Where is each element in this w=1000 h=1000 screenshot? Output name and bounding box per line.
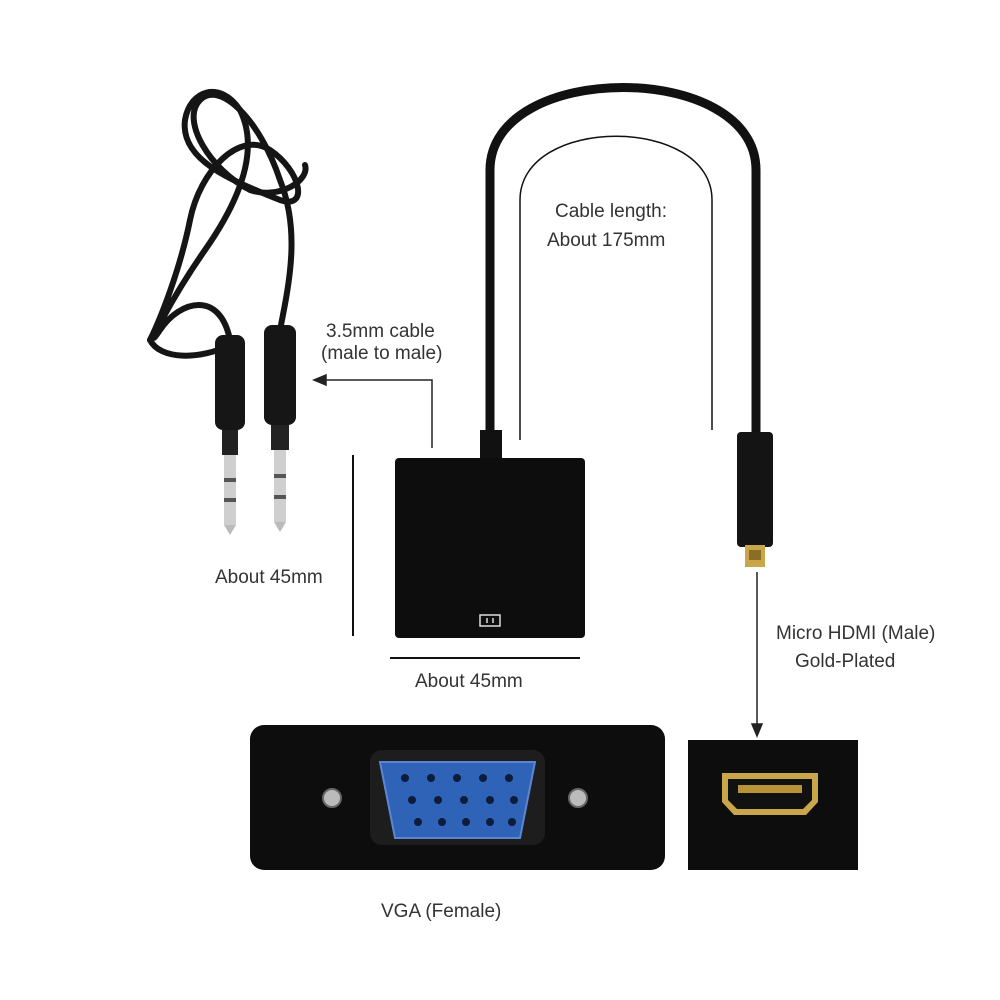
adapter-body bbox=[395, 458, 585, 638]
vga-label: VGA (Female) bbox=[381, 901, 502, 922]
audio-cable-subtitle: (male to male) bbox=[321, 343, 443, 364]
hdmi-subtitle: Gold-Plated bbox=[795, 651, 896, 672]
audio-cable-coil bbox=[147, 88, 309, 359]
height-label: About 45mm bbox=[215, 567, 323, 588]
cable-length-value: About 175mm bbox=[547, 230, 666, 251]
hdmi-arrow bbox=[750, 572, 764, 738]
hdmi-port-panel bbox=[688, 740, 858, 870]
cable-length-title: Cable length: bbox=[555, 201, 667, 222]
vga-port-panel bbox=[250, 725, 665, 870]
audio-cable-title: 3.5mm cable bbox=[326, 321, 435, 342]
audio-plug-left bbox=[215, 335, 245, 535]
hdmi-title: Micro HDMI (Male) bbox=[776, 623, 936, 644]
audio-plug-right bbox=[264, 325, 296, 532]
micro-hdmi-plug bbox=[737, 432, 773, 567]
vga-pins bbox=[401, 774, 518, 826]
audio-arrow bbox=[312, 373, 433, 448]
hdmi-port-icon bbox=[479, 614, 501, 627]
cable-strain-relief bbox=[480, 430, 502, 460]
cable-length-dimension-line bbox=[519, 135, 713, 440]
adapter-cable bbox=[485, 83, 761, 440]
width-label: About 45mm bbox=[415, 671, 523, 692]
